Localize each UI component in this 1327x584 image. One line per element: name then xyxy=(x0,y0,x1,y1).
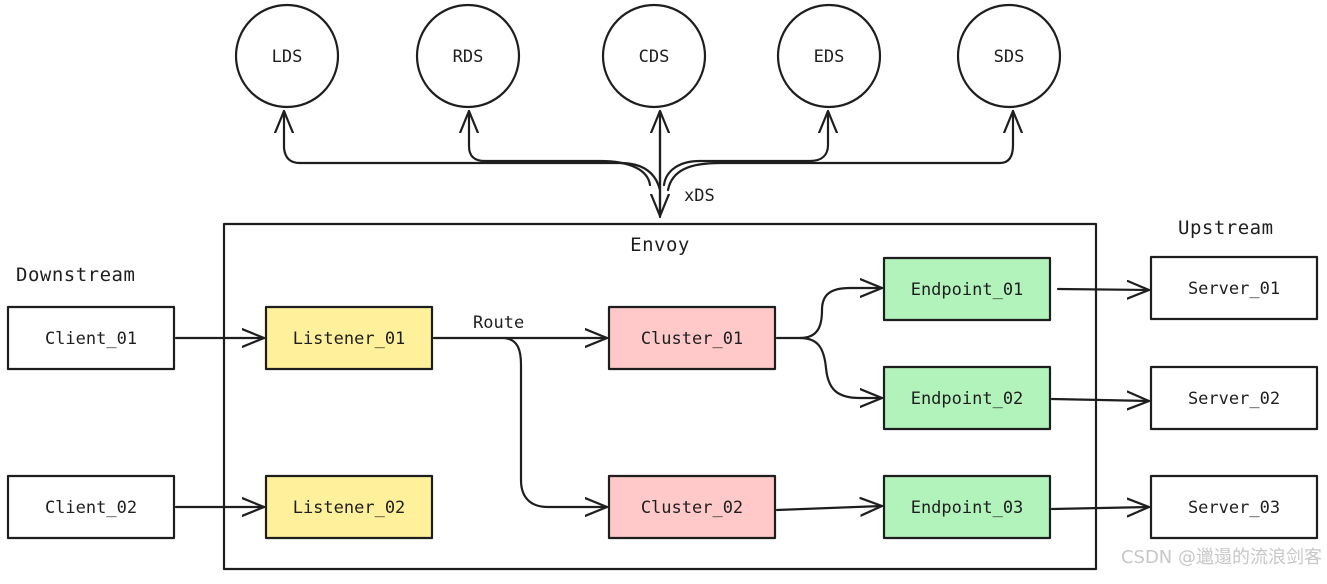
discovery-service-label: SDS xyxy=(994,47,1025,67)
listener-01: Listener_01 xyxy=(264,305,434,371)
listener-02: Listener_02 xyxy=(264,474,434,540)
cluster-label: Cluster_01 xyxy=(641,329,743,349)
discovery-service-lds: LDS xyxy=(234,3,340,109)
client-01: Client_01 xyxy=(6,305,176,371)
cluster-01: Cluster_01 xyxy=(607,305,777,371)
endpoint-label: Endpoint_02 xyxy=(911,389,1024,409)
discovery-service-sds: SDS xyxy=(956,3,1062,109)
discovery-service-cds: CDS xyxy=(601,3,707,109)
discovery-service-eds: EDS xyxy=(776,3,882,109)
envoy-container: Envoy xyxy=(222,222,1098,571)
client-label: Client_02 xyxy=(45,498,137,518)
discovery-service-label: EDS xyxy=(814,47,845,67)
arrow-cluster02-endpoint03 xyxy=(775,506,884,510)
arrow-cluster01-endpoint01 xyxy=(775,288,884,340)
arrow-endpoint02-server02 xyxy=(1050,399,1151,401)
endpoint-label: Endpoint_01 xyxy=(911,280,1024,300)
arrow-endpoint03-server03 xyxy=(1050,507,1151,509)
server-03: Server_03 xyxy=(1149,474,1319,540)
client-label: Client_01 xyxy=(45,329,137,349)
cluster-02: Cluster_02 xyxy=(607,474,777,540)
discovery-service-rds: RDS xyxy=(415,3,521,109)
discovery-service-label: CDS xyxy=(639,47,670,67)
arrow-endpoint01-server01 xyxy=(1056,289,1151,290)
arrow-listener01-cluster02 xyxy=(503,336,609,507)
xds-label: xDS xyxy=(684,186,715,206)
flow-arrows xyxy=(174,288,1151,510)
endpoint-01: Endpoint_01 xyxy=(882,256,1052,322)
cluster-label: Cluster_02 xyxy=(641,498,743,518)
route-label: Route xyxy=(473,313,524,333)
server-label: Server_01 xyxy=(1188,279,1280,299)
listener-label: Listener_02 xyxy=(293,498,406,518)
server-02: Server_02 xyxy=(1149,365,1319,431)
server-01: Server_01 xyxy=(1149,255,1319,321)
endpoint-label: Endpoint_03 xyxy=(911,498,1024,518)
discovery-service-label: RDS xyxy=(453,47,484,67)
xds-connectors xyxy=(284,109,1013,219)
endpoint-02: Endpoint_02 xyxy=(882,365,1052,431)
client-02: Client_02 xyxy=(6,474,176,540)
watermark: CSDN @邋遢的流浪剑客 xyxy=(1121,547,1322,568)
listener-label: Listener_01 xyxy=(293,329,406,349)
server-label: Server_02 xyxy=(1188,389,1280,409)
downstream-label: Downstream xyxy=(16,264,135,286)
envoy-title: Envoy xyxy=(630,234,690,256)
discovery-service-label: LDS xyxy=(272,47,303,67)
server-label: Server_03 xyxy=(1188,498,1280,518)
upstream-label: Upstream xyxy=(1178,217,1274,239)
endpoint-03: Endpoint_03 xyxy=(882,474,1052,540)
arrow-cluster01-endpoint02 xyxy=(798,336,884,398)
